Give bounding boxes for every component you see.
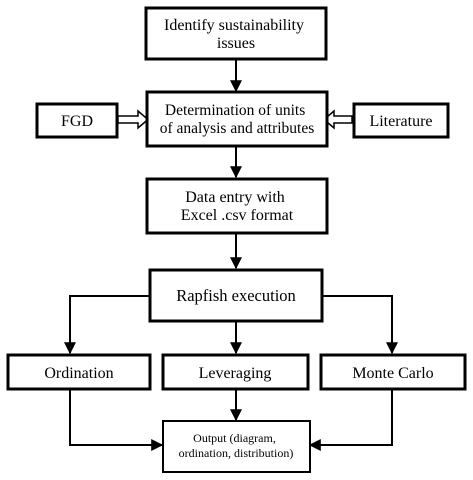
svg-text:Output (diagram, ordinat: Output (diagram, ordination, distributio… [179,431,294,460]
node-leveraging: Leveraging [161,353,310,391]
arrow-fgd-to-determination [117,109,150,130]
svg-text:Leveraging: Leveraging [199,365,272,382]
determination-line-1: Determination of units [165,102,305,119]
node-data-entry: Data entry with Excel .csv format [145,177,329,235]
monte-carlo-label: Monte Carlo [352,365,433,382]
svg-text:Literature: Literature [369,113,432,130]
output-line-1: Output (diagram, [193,431,276,445]
output-line-2: ordination, distribution) [179,446,294,460]
arrow-ordination-to-output [69,390,164,451]
node-monte-carlo: Monte Carlo [319,353,467,391]
node-identify: Identify sustainability issues [144,6,328,61]
identify-line-1: Identify sustainability [164,17,304,34]
node-literature: Literature [352,102,450,139]
data-entry-line-1: Data entry with [185,189,285,206]
leveraging-label: Leveraging [199,365,272,382]
rapfish-label: Rapfish execution [176,286,296,305]
node-ordination: Ordination [6,353,152,391]
arrow-rapfish-to-ordination [64,295,150,355]
determination-line-2: of analysis and attributes [160,120,315,137]
node-fgd: FGD [35,102,119,139]
literature-label: Literature [369,113,432,130]
svg-text:Identify sustainability: Identify sustainability issues [164,17,308,52]
arrow-monte-carlo-to-output [308,390,393,451]
connectors [64,60,398,451]
node-output: Output (diagram, ordination, distributio… [162,420,311,473]
svg-text:Determination of units o: Determination of units of analysis and a… [160,102,315,137]
node-rapfish: Rapfish execution [148,268,324,323]
arrow-literature-to-determination [322,109,353,130]
data-entry-line-2: Excel .csv format [181,207,294,224]
svg-text:Monte Carlo: Monte Carlo [352,365,433,382]
fgd-label: FGD [61,113,93,130]
hollow-arrows [117,109,353,130]
identify-line-2: issues [217,35,255,52]
ordination-label: Ordination [44,365,113,382]
svg-text:FGD: FGD [61,113,93,130]
arrow-rapfish-to-monte-carlo [322,295,398,355]
node-determination: Determination of units of analysis and a… [145,90,329,148]
svg-text:Rapfish execution: Rapfish execution [176,286,296,305]
svg-text:Ordination: Ordination [44,365,113,382]
svg-text:Data entry with Excel .c: Data entry with Excel .csv format [181,189,294,224]
